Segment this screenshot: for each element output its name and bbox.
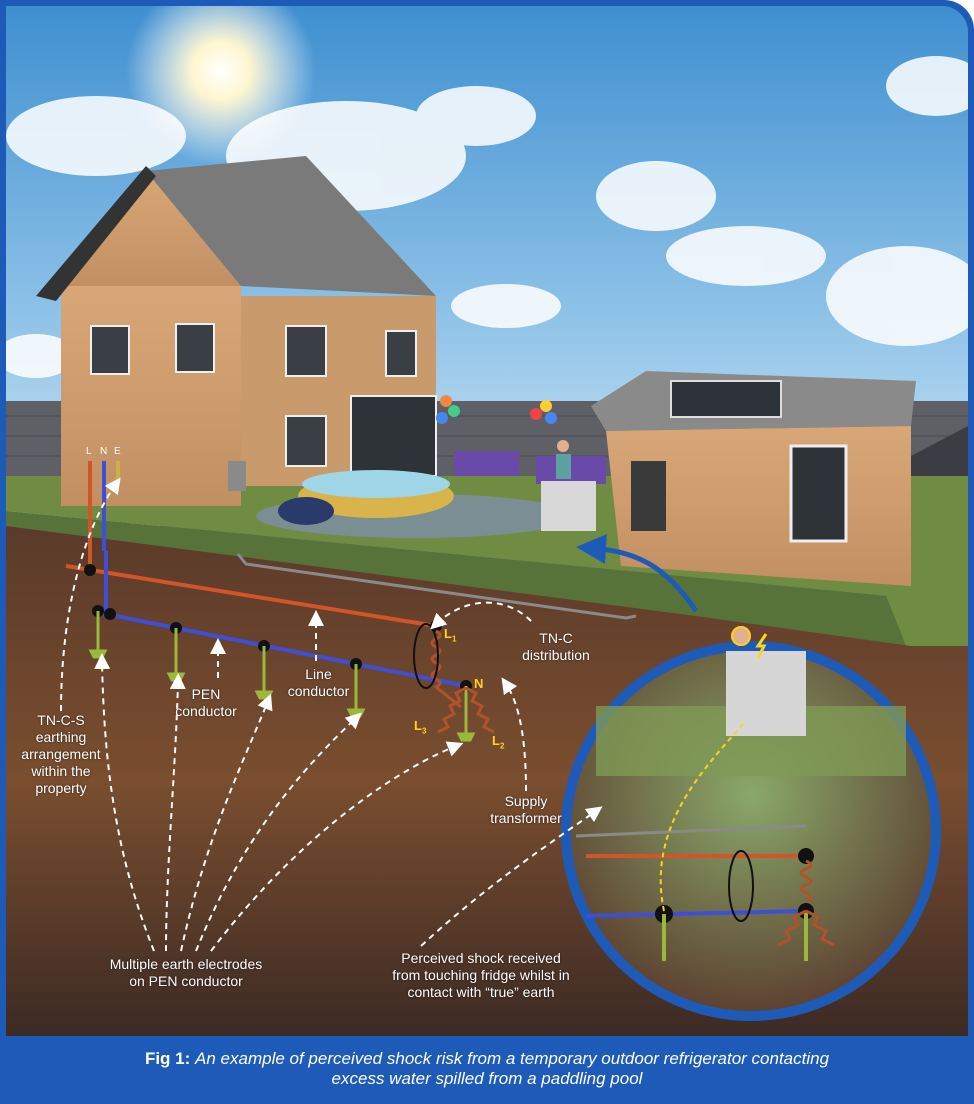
figure-caption: Fig 1: An example of perceived shock ris… bbox=[6, 1040, 968, 1098]
caption-lead: Fig 1: bbox=[144, 1049, 191, 1068]
person-head bbox=[557, 440, 569, 452]
pen-conductor bbox=[95, 610, 467, 688]
wire-letter-e: E bbox=[114, 446, 121, 457]
wire-letter-n: N bbox=[100, 446, 108, 457]
party-table bbox=[454, 451, 519, 476]
current-clamp bbox=[413, 623, 439, 689]
fridge bbox=[541, 481, 596, 531]
phase-l2-label: L2 bbox=[492, 733, 505, 751]
caption-line-2: excess water spilled from a paddling poo… bbox=[331, 1069, 643, 1088]
wire-letter-l: L bbox=[86, 446, 92, 457]
inset-arrow bbox=[576, 534, 699, 613]
inflatable-ring bbox=[278, 497, 334, 525]
phase-l1-label: L1 bbox=[444, 626, 457, 644]
inset-magnifier bbox=[561, 626, 941, 1021]
line-conductor bbox=[65, 564, 437, 628]
clouds bbox=[6, 56, 968, 378]
lawn-edge bbox=[6, 511, 906, 646]
buried-cable bbox=[236, 553, 637, 620]
garden-room bbox=[591, 371, 916, 586]
transformer-coils bbox=[430, 629, 495, 734]
balloons bbox=[436, 395, 557, 424]
phase-l3-label: L3 bbox=[414, 718, 427, 736]
callout-arrows bbox=[60, 477, 603, 952]
caption-line-1: An example of perceived shock risk from … bbox=[195, 1049, 830, 1068]
illustration bbox=[6, 6, 968, 1036]
neutral-label: N bbox=[474, 676, 484, 691]
